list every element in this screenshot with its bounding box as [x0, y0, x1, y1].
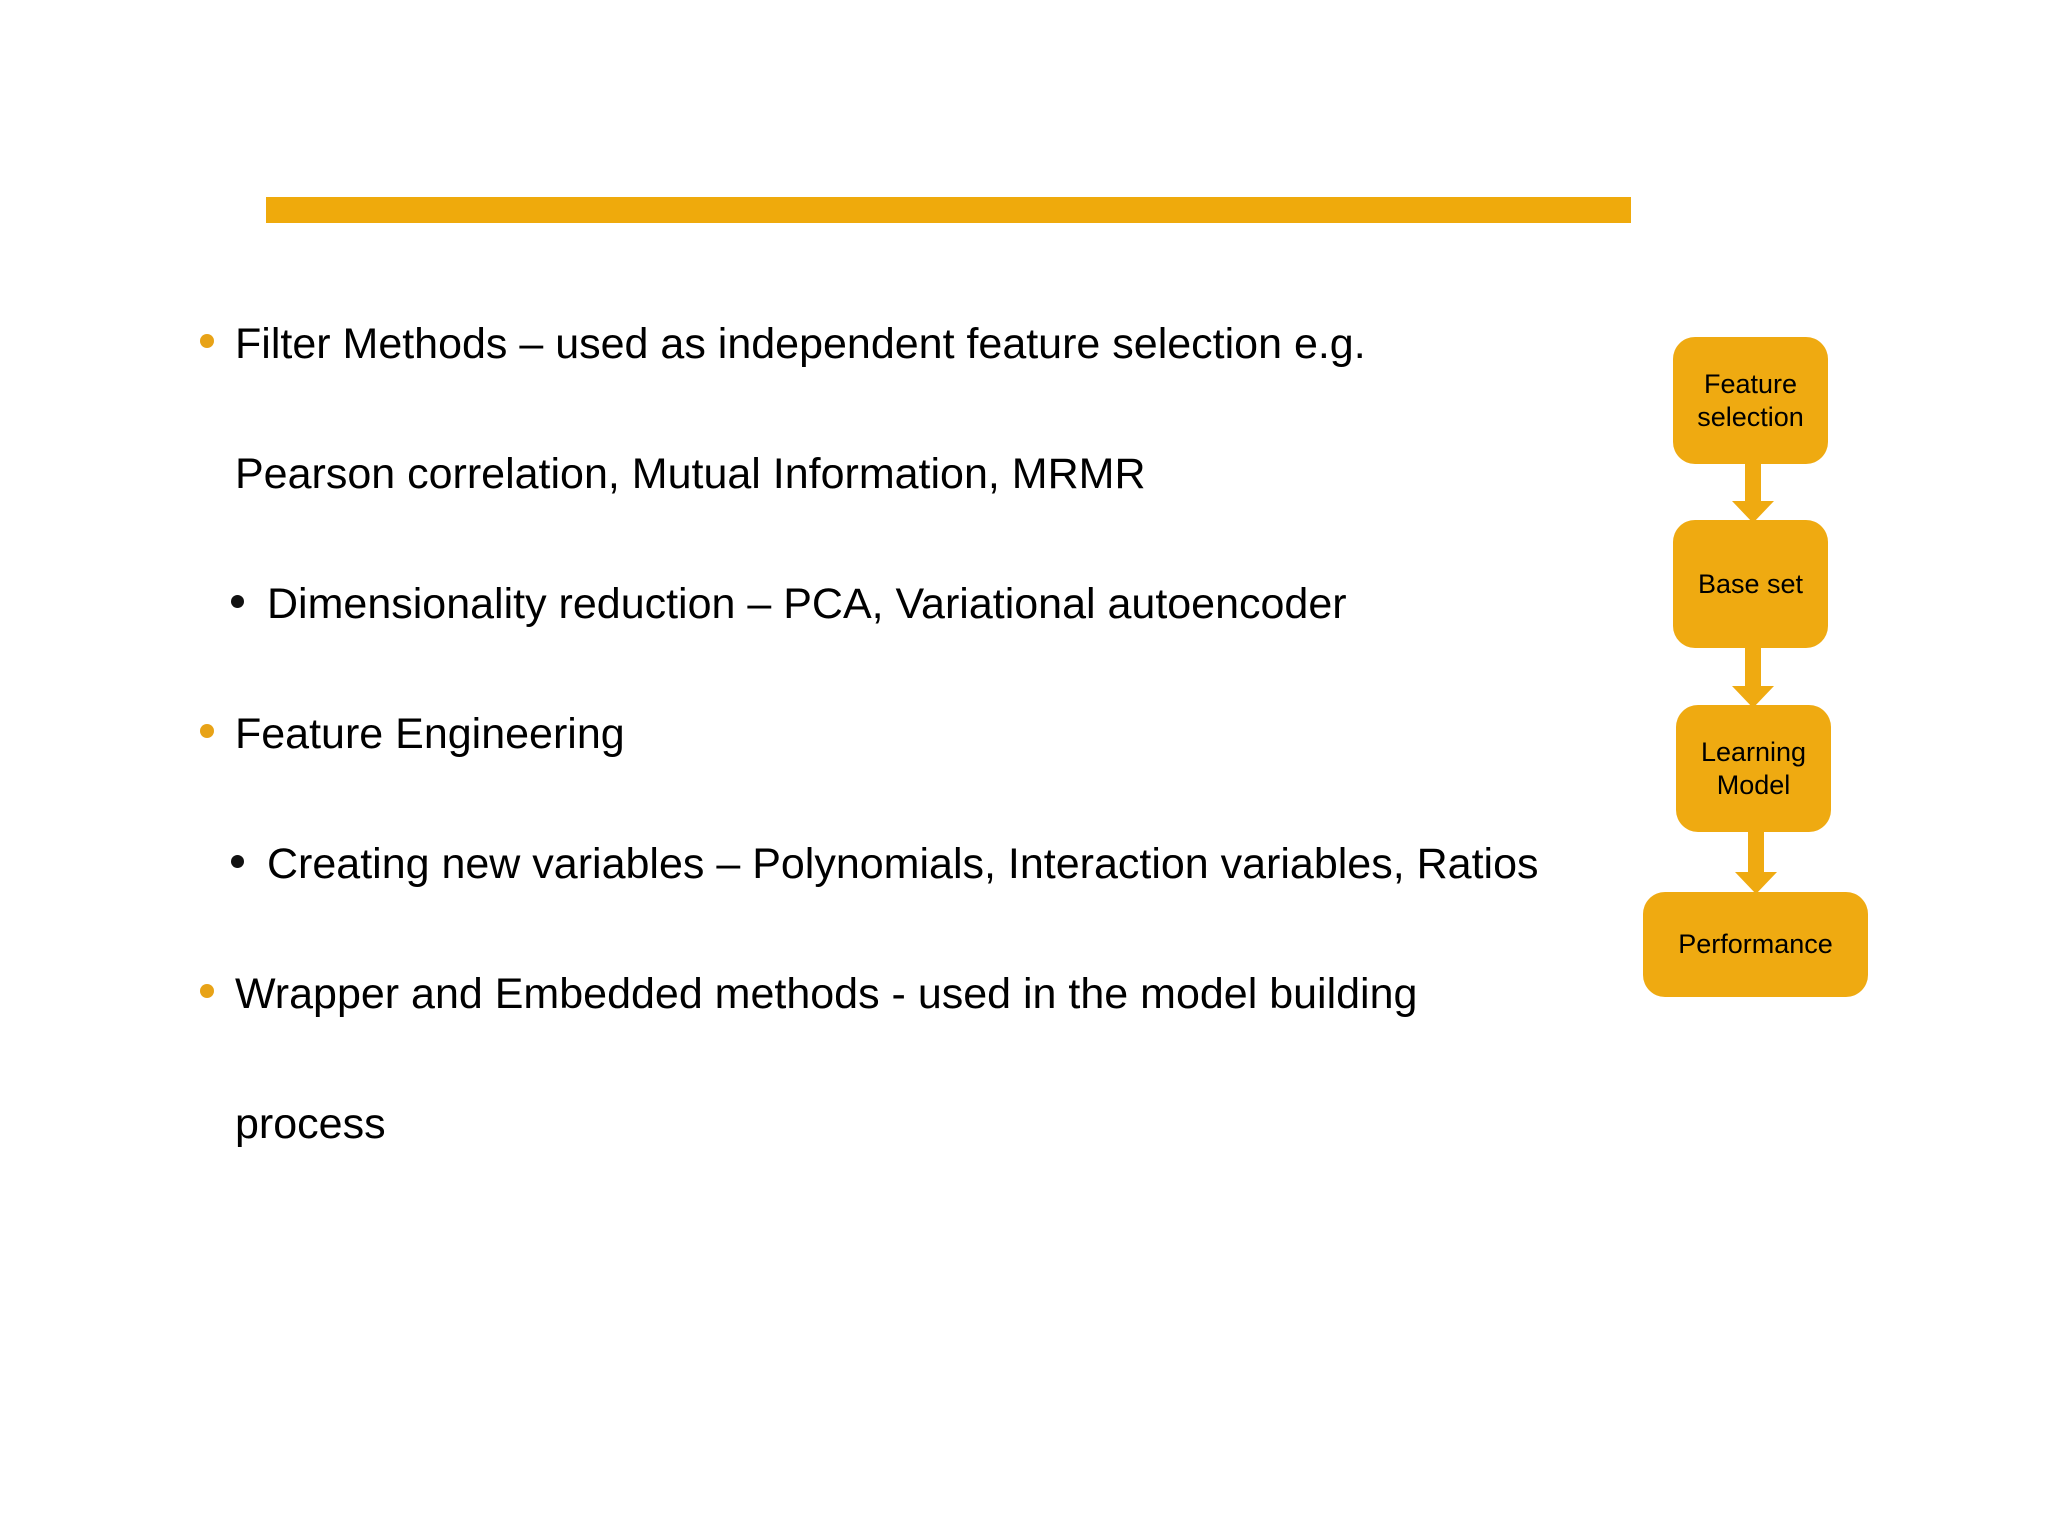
arrow-shaft [1748, 828, 1764, 874]
sub-list-item-text: Creating new variables – Polynomials, In… [267, 839, 1539, 888]
flow-node-feature-selection: Feature selection [1673, 337, 1828, 464]
flow-node-label: Learning Model [1700, 736, 1807, 800]
bullet-dot-icon [231, 855, 244, 868]
arrow-shaft [1745, 459, 1761, 503]
list-item-text: Pearson correlation, Mutual Information,… [235, 449, 1146, 498]
flow-node-performance: Performance [1643, 892, 1868, 997]
list-item-text: Feature Engineering [235, 709, 625, 758]
arrow-shaft [1745, 644, 1761, 688]
arrow-head [1732, 686, 1774, 708]
bullet-dot-icon [200, 334, 214, 348]
sub-list-item-text: Dimensionality reduction – PCA, Variatio… [267, 579, 1347, 628]
flow-arrow-down-icon [1732, 644, 1774, 708]
title-accent-bar [266, 197, 1631, 223]
pipeline-flow-diagram: Feature selection Base set Learning Mode… [1636, 337, 1896, 1037]
sub-list-item: Dimensionality reduction – PCA, Variatio… [0, 536, 1600, 666]
arrow-head [1735, 872, 1777, 894]
flow-node-label: Feature selection [1697, 368, 1804, 432]
bullet-dot-icon [200, 984, 214, 998]
list-item-continuation: Pearson correlation, Mutual Information,… [0, 406, 1600, 536]
sub-list-item: Creating new variables – Polynomials, In… [0, 796, 1600, 926]
list-item-text: process [235, 1099, 386, 1148]
bullet-list: Filter Methods – used as independent fea… [0, 276, 1600, 1186]
list-item: Feature Engineering [0, 666, 1600, 796]
list-item: Wrapper and Embedded methods - used in t… [0, 926, 1600, 1056]
list-item-continuation: process [0, 1056, 1600, 1186]
flow-node-learning-model: Learning Model [1676, 705, 1831, 832]
flow-node-base-set: Base set [1673, 520, 1828, 648]
list-item-text: Wrapper and Embedded methods - used in t… [235, 969, 1418, 1018]
flow-arrow-down-icon [1735, 828, 1777, 896]
flow-node-label: Base set [1697, 568, 1804, 599]
flow-node-label: Performance [1678, 929, 1833, 959]
list-item-text: Filter Methods – used as independent fea… [235, 319, 1366, 368]
arrow-head [1732, 501, 1774, 523]
bullet-dot-icon [231, 595, 244, 608]
flow-arrow-down-icon [1732, 459, 1774, 523]
bullet-dot-icon [200, 724, 214, 738]
list-item: Filter Methods – used as independent fea… [0, 276, 1600, 406]
